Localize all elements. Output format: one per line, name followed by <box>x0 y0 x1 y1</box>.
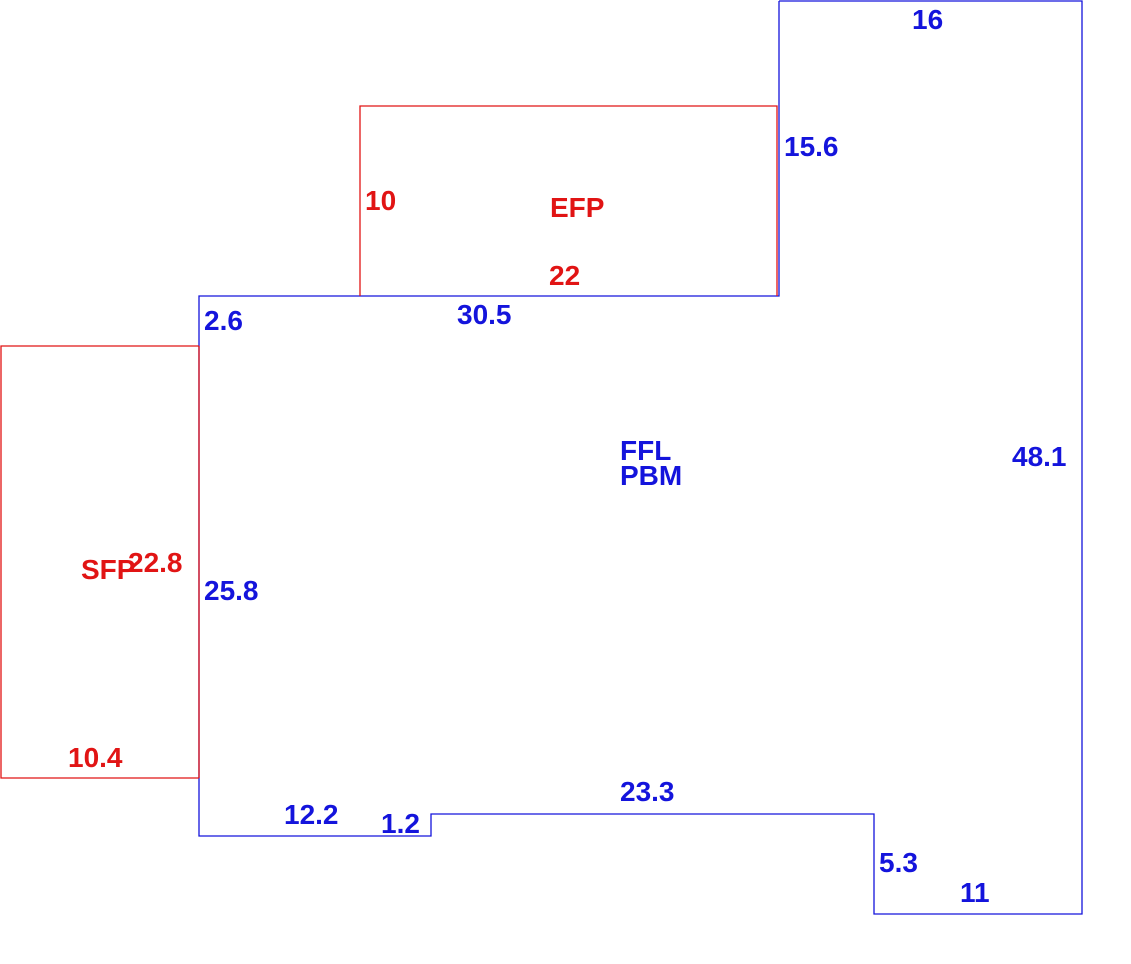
dim-bottom-mid: 23.3 <box>620 776 675 807</box>
dim-left-step: 2.6 <box>204 305 243 336</box>
area-label-pbm: PBM <box>620 460 683 491</box>
dim-bottom-jog: 1.2 <box>381 808 420 839</box>
dim-bottom-notch: 5.3 <box>879 847 918 878</box>
dim-right: 48.1 <box>1012 441 1067 472</box>
area-label-efp: EFP <box>550 192 605 223</box>
sfp-dim-bottom: 10.4 <box>68 742 123 773</box>
dim-bottom-left: 12.2 <box>284 799 339 830</box>
main-outline <box>198 0 1083 915</box>
efp-dim-left: 10 <box>365 185 397 216</box>
area-label-ffl: FFL <box>620 435 672 466</box>
sfp-dim-right: 22.8 <box>128 547 183 578</box>
efp-outline <box>359 105 778 296</box>
dim-left: 25.8 <box>204 575 259 606</box>
efp-dim-bottom: 22 <box>549 260 581 291</box>
dim-bottom-right: 11 <box>960 877 990 908</box>
area-label-sfp: SFP <box>81 554 136 585</box>
dim-top: 16 <box>912 4 944 35</box>
sfp-outline <box>0 345 199 779</box>
dim-upper-step: 15.6 <box>784 131 839 162</box>
dim-top-mid: 30.5 <box>457 299 512 330</box>
